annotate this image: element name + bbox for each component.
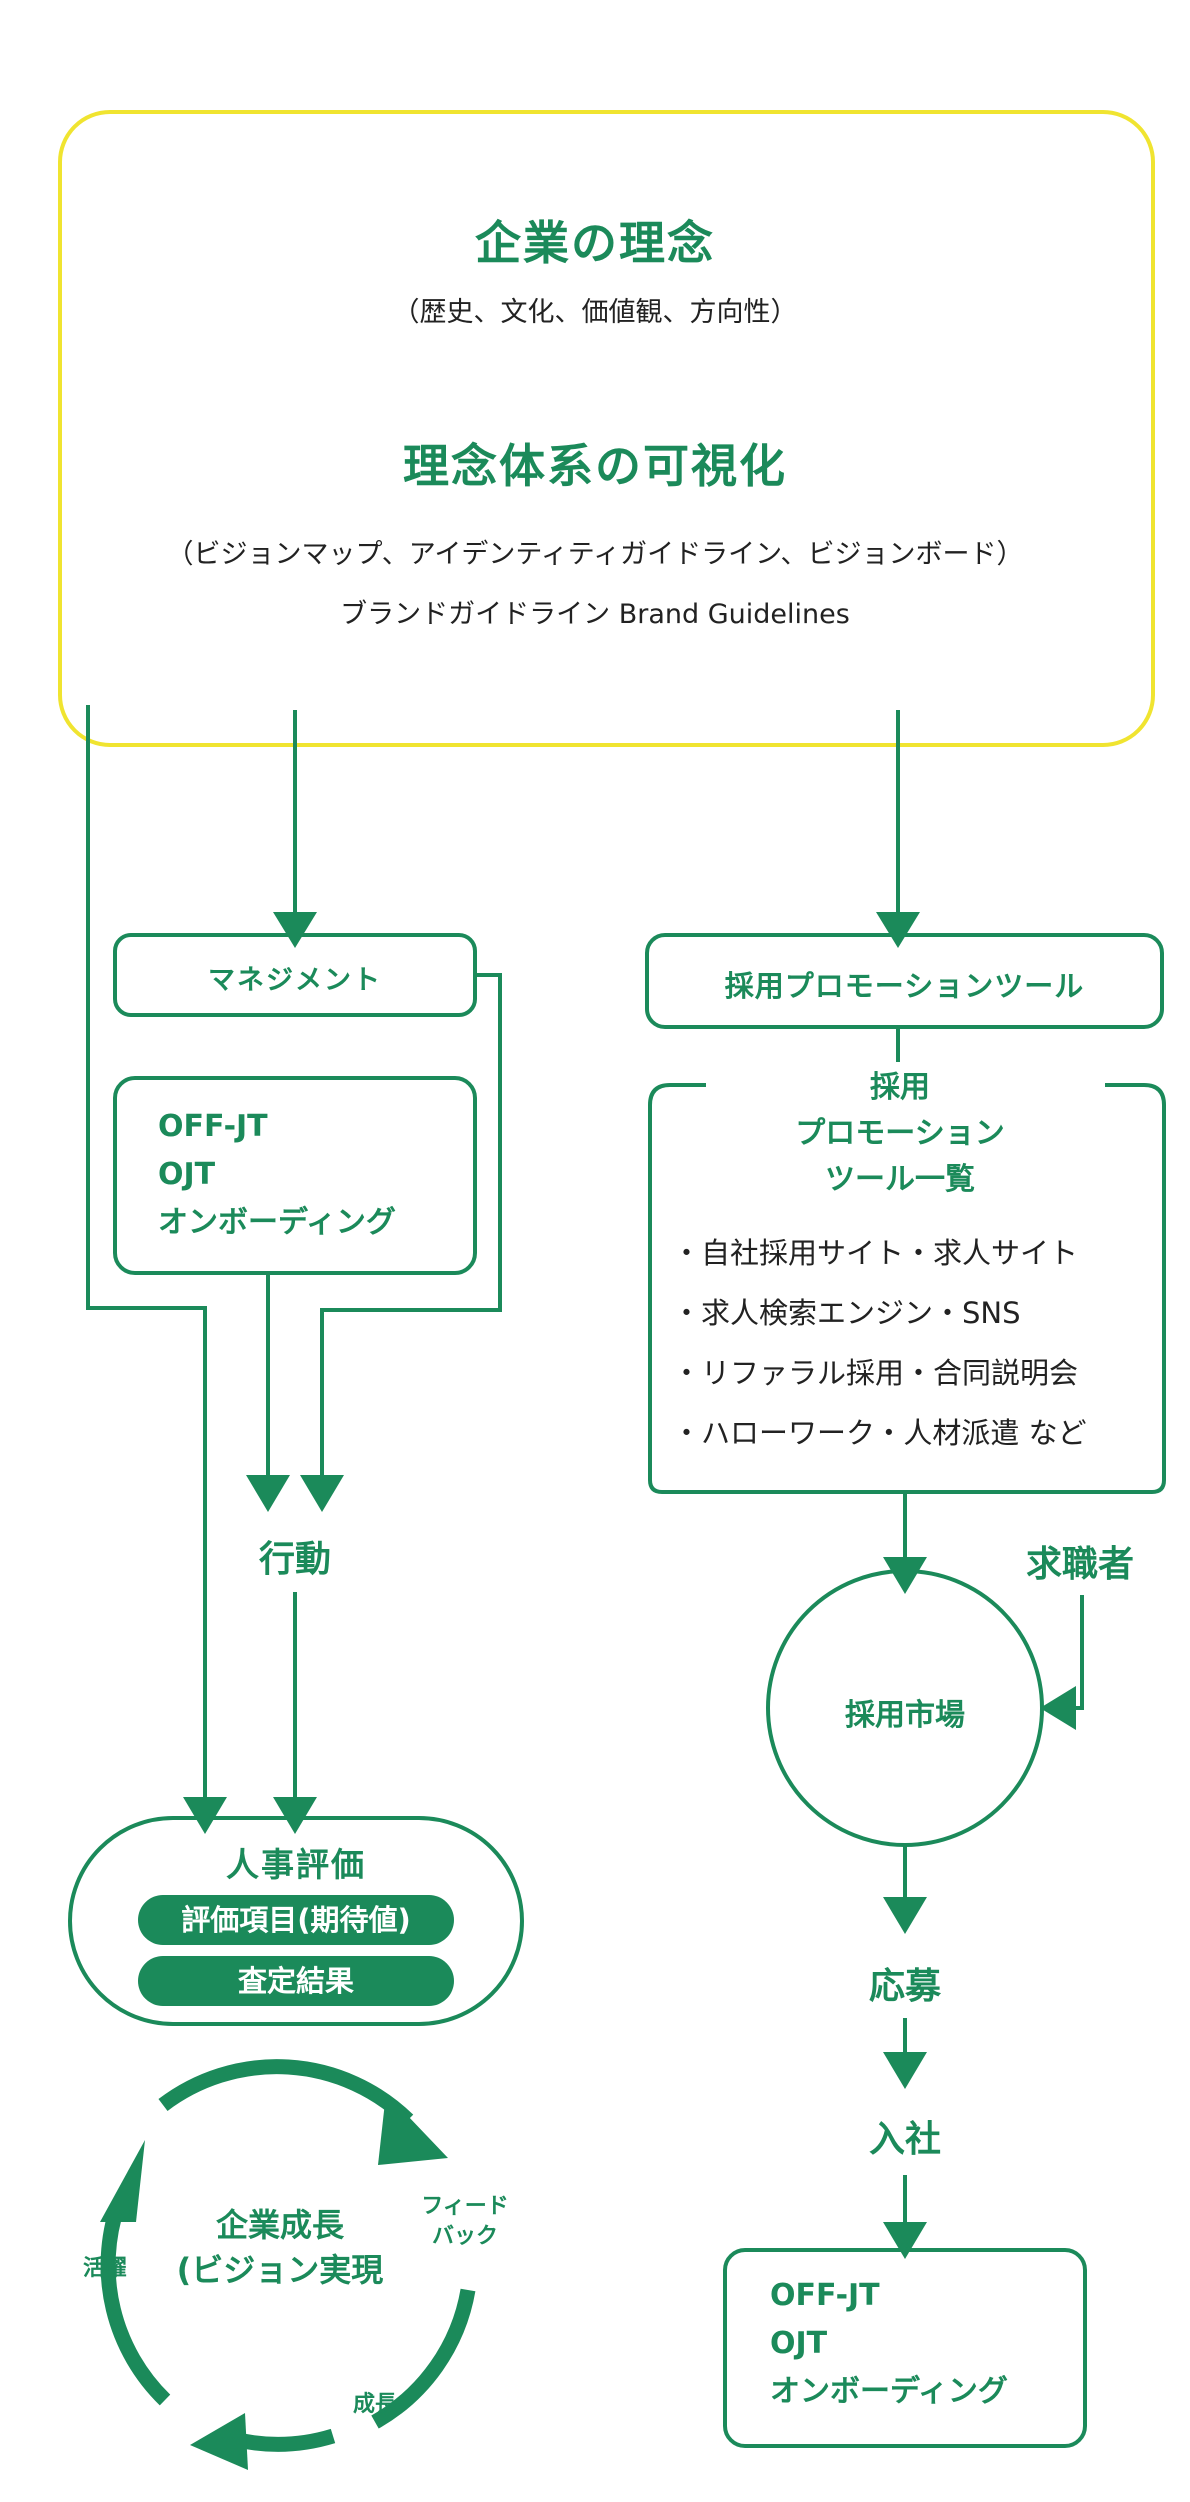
training-item: オンボーディング [158, 1205, 396, 1240]
cycle-growth-label: 成長 [352, 2392, 397, 2417]
philosophy-title: 企業の理念 [475, 216, 715, 270]
visualization-title: 理念体系の可視化 [403, 439, 787, 493]
arrowhead-training-to-action [246, 1475, 290, 1512]
cycle-arrowhead-left [100, 2140, 145, 2222]
tools-list-item: ・リファラル採用・合同説明会 [672, 1356, 1079, 1390]
tools-list-title: 採用 プロモーション ツール一覧 [700, 1065, 1100, 1203]
cycle-arc-bottom [236, 2428, 336, 2452]
training-item: OFF-JT [770, 2278, 880, 2313]
training-item: OFF-JT [158, 1109, 268, 1144]
arrowhead-to-market [883, 1557, 927, 1594]
arrowhead-to-apply [883, 1897, 927, 1934]
training-box-left [113, 1076, 477, 1275]
philosophy-subtitle: （歴史、文化、価値観、方向性） [392, 297, 798, 328]
job-seekers-label: 求職者 [1025, 1544, 1134, 1585]
arrowhead-seekers-to-market [1040, 1686, 1076, 1730]
training-item: OJT [770, 2326, 828, 2361]
cycle-arrowhead-bottom [190, 2413, 248, 2470]
tools-list-item: ・自社採用サイト・求人サイト [672, 1236, 1079, 1270]
training-item: OJT [158, 1157, 216, 1192]
tools-list-title-line: 採用 [870, 1070, 930, 1105]
management-label: マネジメント [208, 965, 382, 996]
philosophy-frame [58, 110, 1155, 747]
tools-list-item: ・求人検索エンジン・SNS [672, 1296, 1021, 1330]
visualization-subtitle: （ビジョンマップ、アイデンティティガイドライン、ビジョンボード） [166, 539, 1024, 570]
arrowhead-to-training [883, 2222, 927, 2259]
tools-list-title-line: プロモーション [795, 1116, 1005, 1151]
arrowhead-frame-to-evaluation [183, 1797, 227, 1834]
cycle-arrowhead-top [378, 2093, 448, 2165]
join-label: 入社 [868, 2119, 941, 2160]
market-label: 採用市場 [845, 1698, 965, 1733]
evaluation-item-results: 査定結果 [138, 1956, 454, 2006]
connector-frame-to-evaluation [86, 705, 207, 1800]
cycle-arc-top [158, 2059, 414, 2126]
cycle-center-line1: 企業成長 [215, 2206, 344, 2244]
arrowhead-to-tools [876, 912, 920, 948]
cycle-feedback-line2: バック [431, 2224, 498, 2249]
tools-list-title-line: ツール一覧 [825, 1162, 975, 1197]
apply-label: 応募 [868, 1966, 941, 2007]
training-list-left: OFF-JT OJT オンボーディング [158, 1103, 396, 1247]
arrowhead-management-to-action [300, 1475, 344, 1512]
arrowhead-to-join [883, 2052, 927, 2089]
connector-management-to-action [320, 973, 502, 1478]
arrowhead-to-management [273, 912, 317, 948]
training-item: オンボーディング [770, 2374, 1008, 2409]
cycle-arc-left [100, 2202, 171, 2406]
tools-list-item: ・ハローワーク・人材派遣 など [672, 1416, 1087, 1450]
brand-guidelines-line: ブランドガイドライン Brand Guidelines [340, 599, 850, 630]
action-label: 行動 [258, 1539, 331, 1580]
cycle-center-line2: (ビジョン実現 [176, 2251, 384, 2289]
arrowhead-action-to-evaluation [273, 1797, 317, 1834]
evaluation-title: 人事評価 [226, 1845, 366, 1884]
tools-box-label: 採用プロモーションツール [724, 969, 1085, 1003]
cycle-arc-right [371, 2288, 476, 2429]
cycle-active-label: 活躍 [82, 2256, 127, 2281]
training-list-right: OFF-JT OJT オンボーディング [770, 2272, 1008, 2416]
cycle-feedback-line1: フィード [421, 2194, 509, 2219]
evaluation-item-expectations: 評価項目(期待値) [138, 1895, 454, 1945]
